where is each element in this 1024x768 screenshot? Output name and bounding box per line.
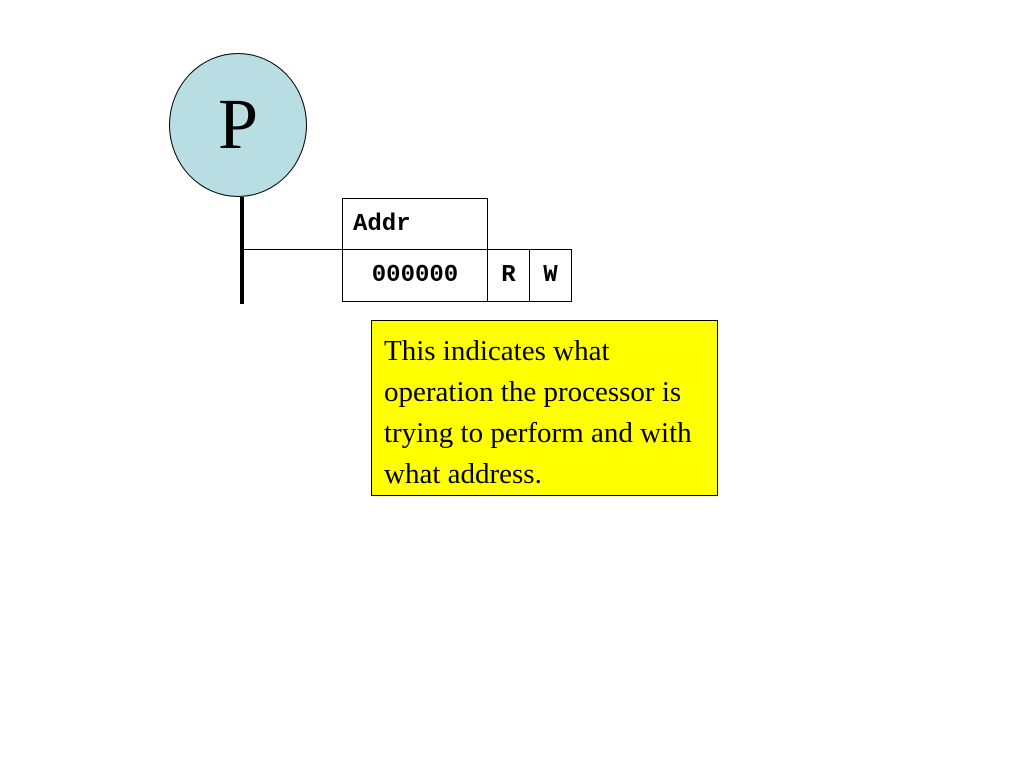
read-flag-cell: R (487, 249, 530, 302)
bus-line (240, 197, 244, 304)
processor-label: P (217, 84, 259, 164)
bus-connector-line (244, 249, 343, 250)
address-value-cell: 000000 (342, 249, 488, 302)
write-flag-cell: W (529, 249, 572, 302)
address-header-cell: Addr (342, 198, 488, 250)
processor-node (169, 53, 307, 197)
explanation-callout: This indicates what operation the proces… (371, 320, 718, 496)
